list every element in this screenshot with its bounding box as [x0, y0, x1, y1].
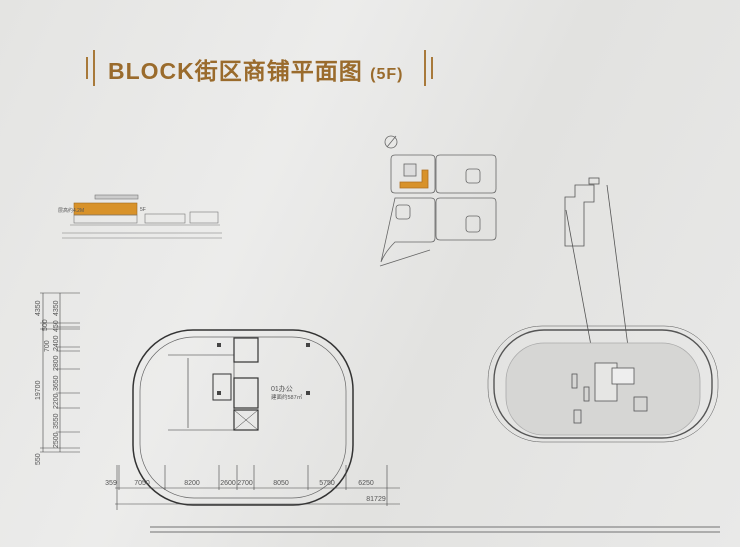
unit-area: 建面约587㎡ [271, 393, 303, 401]
dim-v-inner: 2800 [53, 355, 60, 371]
dim-v-inner: 2200 [53, 393, 60, 409]
dim-h: 8200 [184, 480, 200, 487]
horizontal-dimension-lines [115, 465, 400, 510]
dim-h: 2700 [237, 480, 253, 487]
vertical-dimension-lines [40, 292, 80, 453]
dim-v-inner: 4350 [53, 300, 60, 316]
site-plan [379, 135, 497, 267]
dim-v-outer: 700 [44, 340, 51, 352]
title-ornament-left [93, 50, 95, 86]
building-elevation [62, 194, 222, 239]
title-text: BLOCK街区商铺平面图 [108, 58, 363, 84]
title-floor: (5F) [370, 66, 404, 83]
dim-v-inner: 3650 [53, 375, 60, 391]
dim-h: 2600 [220, 480, 236, 487]
title-ornament-right [431, 57, 433, 79]
fifth-floor-plan [132, 329, 354, 506]
title-ornament-left [86, 57, 88, 79]
title-ornament-right [424, 50, 426, 86]
core-projection [487, 177, 719, 443]
dim-v-outer: 550 [35, 453, 42, 465]
page-title: BLOCK街区商铺平面图 (5F) [108, 52, 404, 86]
dim-v-outer: 500 [42, 319, 49, 331]
dim-h: 359 [105, 480, 117, 487]
dim-h-total: 81729 [366, 496, 386, 503]
dim-v-inner: 2500 [53, 432, 60, 448]
dim-v-inner: 3550 [53, 413, 60, 429]
dim-v-outer: 4350 [35, 300, 42, 316]
dim-h: 7050 [134, 480, 150, 487]
dim-v-inner: 450 [53, 320, 60, 332]
unit-name: 01办公 [271, 384, 293, 393]
elevation-floor-label: 5F [140, 207, 146, 213]
dim-v-inner: 2400 [53, 335, 60, 351]
elevation-height-label: 层高约4.2M [58, 207, 84, 214]
dim-v-outer: 19700 [35, 380, 42, 400]
dim-h: 8050 [273, 480, 289, 487]
disclaimer-fine-print [150, 526, 720, 533]
dim-h: 6250 [358, 480, 374, 487]
dim-h: 5750 [319, 480, 335, 487]
